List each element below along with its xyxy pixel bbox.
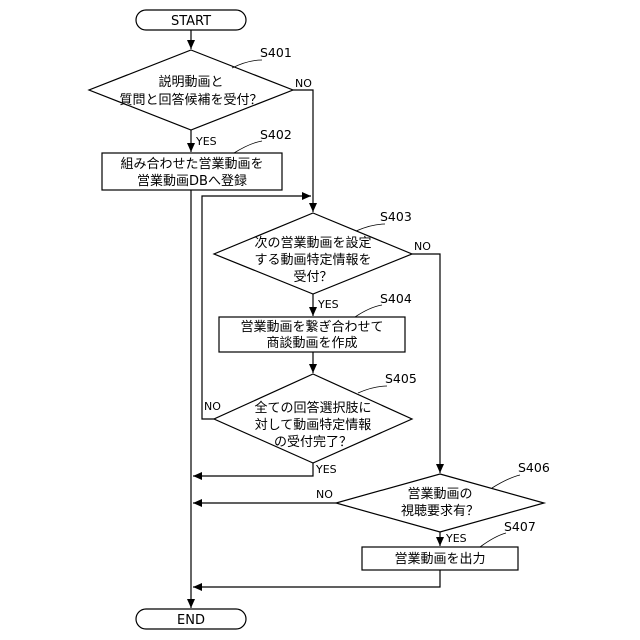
s406-no-label: NO xyxy=(316,488,333,501)
s403-line-1: 次の営業動画を設定 xyxy=(254,235,371,251)
s407-step-id: S407 xyxy=(504,519,536,534)
end-label: END xyxy=(177,613,205,628)
s405-no-label: NO xyxy=(204,400,221,413)
decision-s401: 説明動画と 質問と回答候補を受付？ S401 xyxy=(89,45,293,130)
s401-line-2: 質問と回答候補を受付？ xyxy=(119,92,262,108)
s405-line-3: の受付完了？ xyxy=(274,435,352,450)
s405-line-1: 全ての回答選択肢に xyxy=(254,400,371,416)
s403-yes-label: YES xyxy=(317,298,339,311)
s406-line-1: 営業動画の xyxy=(407,486,472,502)
s401-step-id: S401 xyxy=(260,45,292,60)
s403-step-id: S403 xyxy=(380,209,412,224)
s405-yes-label: YES xyxy=(315,463,337,476)
start-label: START xyxy=(171,14,211,29)
s403-no-label: NO xyxy=(414,240,431,253)
s406-step-id: S406 xyxy=(518,460,550,475)
s404-step-id: S404 xyxy=(380,291,412,306)
s401-no-label: NO xyxy=(295,77,312,90)
decision-s405: 全ての回答選択肢に 対して動画特定情報 の受付完了？ S405 xyxy=(214,371,417,463)
s407-line-1: 営業動画を出力 xyxy=(394,551,485,567)
s401-yes-label: YES xyxy=(195,135,217,148)
s404-line-1: 営業動画を繋ぎ合わせて xyxy=(240,319,383,335)
s402-line-2: 営業動画DBへ登録 xyxy=(137,173,247,189)
process-s404: 営業動画を繋ぎ合わせて 商談動画を作成 S404 xyxy=(219,291,412,352)
end-terminal: END xyxy=(136,609,246,629)
branch-labels: YES NO NO YES NO YES NO YES xyxy=(195,77,467,545)
s402-line-1: 組み合わせた営業動画を xyxy=(120,156,263,172)
start-terminal: START xyxy=(136,10,246,30)
s402-step-id: S402 xyxy=(260,127,292,142)
s403-line-3: 受付？ xyxy=(293,270,332,285)
s401-line-1: 説明動画と xyxy=(158,74,223,90)
s404-line-2: 商談動画を作成 xyxy=(266,335,357,351)
s405-line-2: 対して動画特定情報 xyxy=(255,418,372,433)
s403-line-2: する動画特定情報を xyxy=(254,253,371,268)
decision-s403: 次の営業動画を設定 する動画特定情報を 受付？ S403 xyxy=(214,209,412,294)
s406-line-2: 視聴要求有？ xyxy=(401,504,479,519)
s405-step-id: S405 xyxy=(385,371,417,386)
s406-yes-label: YES xyxy=(445,532,467,545)
